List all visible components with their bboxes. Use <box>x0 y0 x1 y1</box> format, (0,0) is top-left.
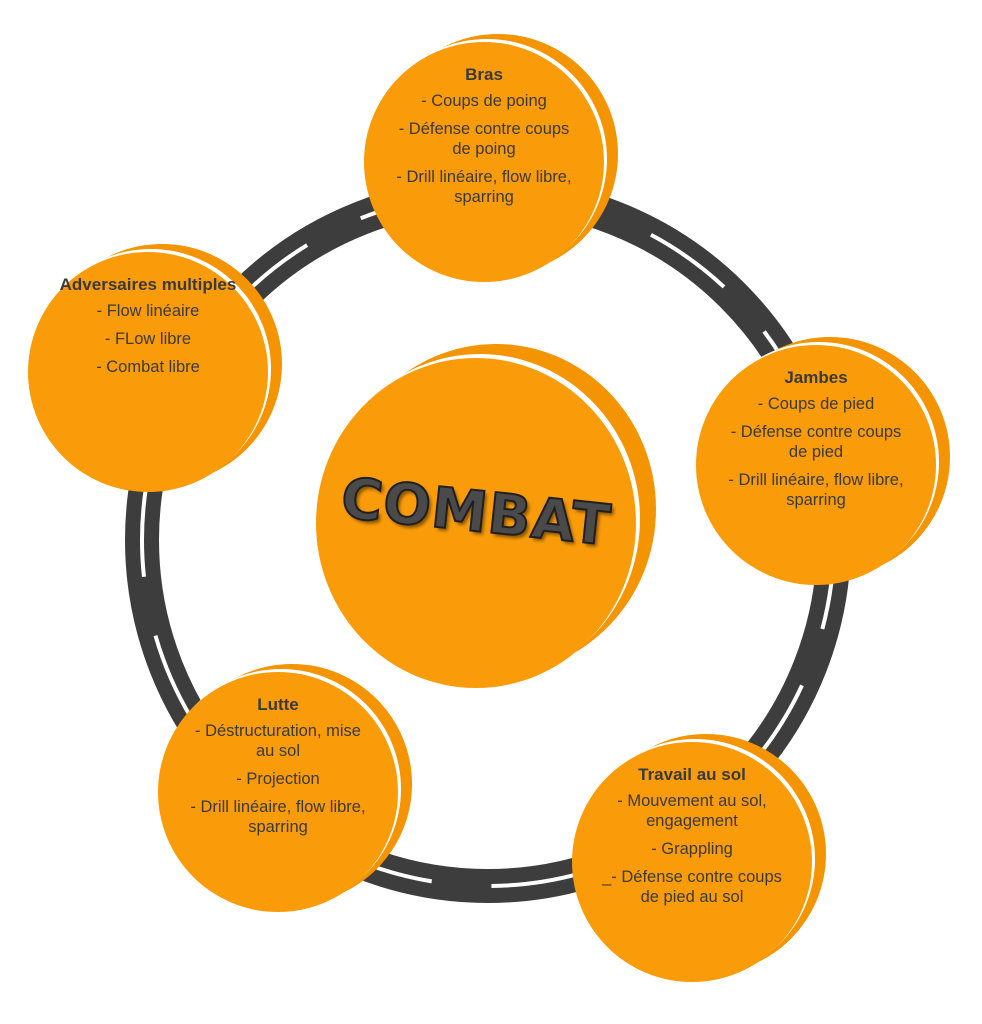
node-item: - Défense contre coups de poing <box>398 120 570 158</box>
node-item: - Projection <box>236 770 320 788</box>
node-item: - Défense contre coups de pied <box>730 423 902 461</box>
node-item: - Coups de pied <box>757 395 875 413</box>
node-item: - FLow libre <box>104 330 192 348</box>
node-item: - Coups de poing <box>421 92 547 110</box>
node-title: Adversaires multiples <box>59 275 237 294</box>
node-title: Bras <box>465 65 503 84</box>
node-item: - Flow linéaire <box>96 302 200 320</box>
node-item: - Grappling <box>651 840 733 858</box>
node-item: - Drill linéaire, flow libre, sparring <box>728 471 904 509</box>
node-item: - Combat libre <box>96 358 200 376</box>
node-travail-au-sol: Travail au sol - Mouvement au sol, engag… <box>572 734 826 982</box>
node-title: Travail au sol <box>638 765 746 784</box>
node-item: _- Défense contre coups de pied au sol <box>602 868 782 906</box>
node-title: Lutte <box>257 695 299 714</box>
node-title: Jambes <box>784 368 848 387</box>
center-disc: COMBAT <box>316 344 656 688</box>
node-adversaires-multiples: Adversaires multiples - Flow linéaire - … <box>28 244 282 492</box>
node-item: - Mouvement au sol, engagement <box>617 792 767 830</box>
node-bras: Bras - Coups de poing - Défense contre c… <box>364 34 618 282</box>
node-item: - Déstructuration, mise au sol <box>195 722 361 760</box>
node-item: - Drill linéaire, flow libre, sparring <box>190 798 366 836</box>
node-item: - Drill linéaire, flow libre, sparring <box>396 168 572 206</box>
node-lutte: Lutte - Déstructuration, mise au sol - P… <box>158 664 412 912</box>
node-jambes: Jambes - Coups de pied - Défense contre … <box>696 337 950 585</box>
